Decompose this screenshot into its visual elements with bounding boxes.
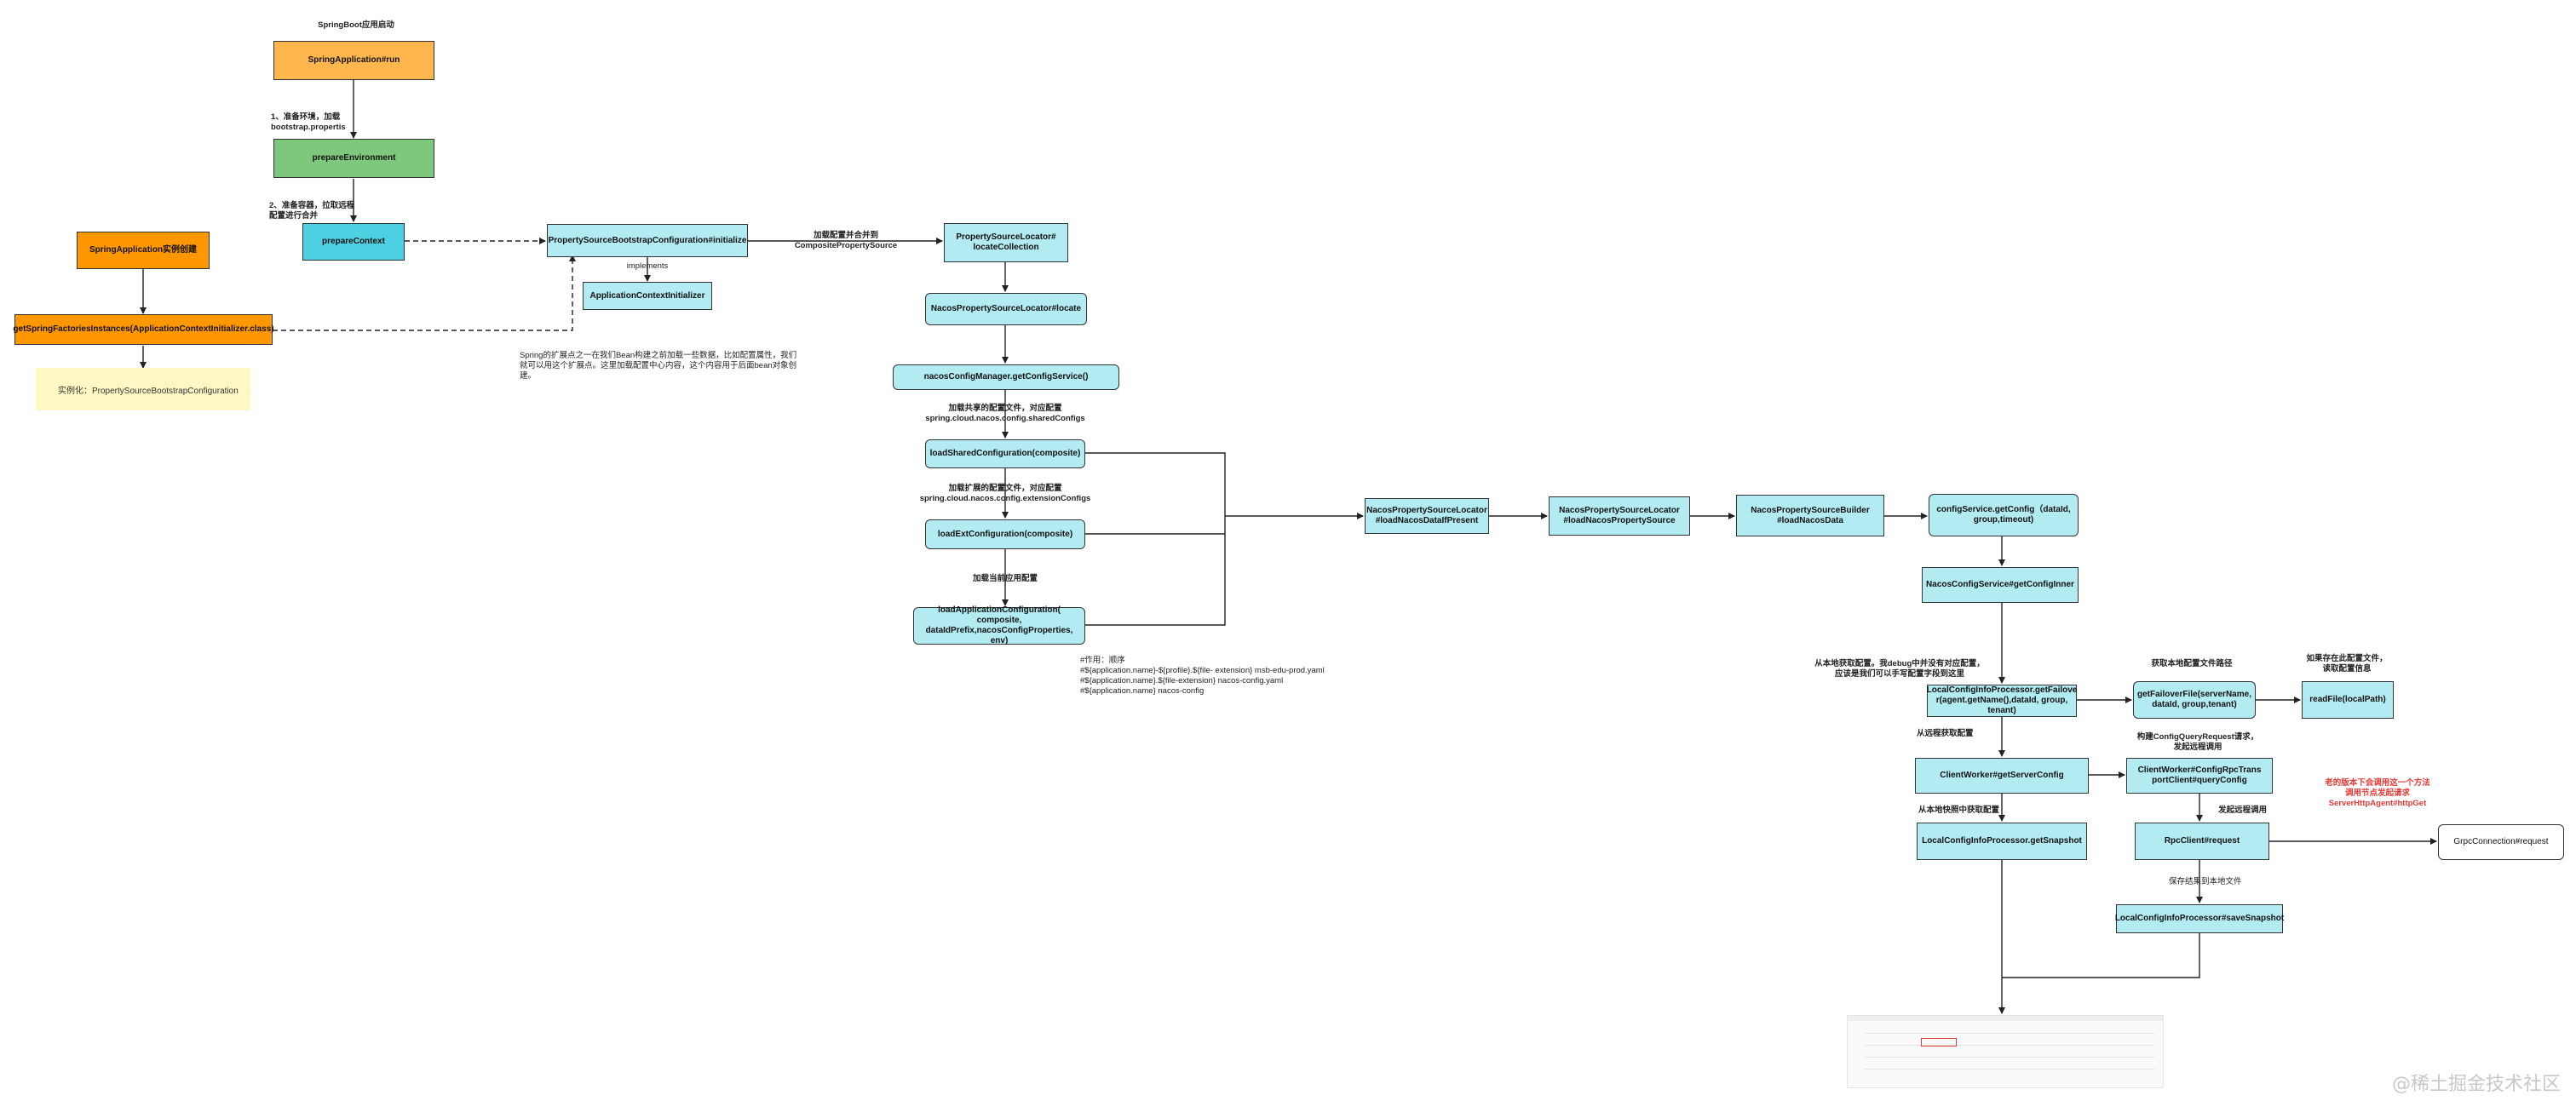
- load-nacos-property-source-node[interactable]: NacosPropertySourceLocator #loadNacosPro…: [1549, 496, 1690, 536]
- thumbnail-toolbar: [1848, 1016, 2163, 1021]
- readfile-node[interactable]: readFile(localPath): [2302, 681, 2394, 719]
- label-read-if-exists: 如果存在此配置文件， 读取配置信息: [2306, 654, 2388, 674]
- nacos-propertysource-locator-locate-node[interactable]: NacosPropertySourceLocator#locate: [925, 293, 1087, 325]
- getfailoverfile-node[interactable]: getFailoverFile(serverName, dataId, grou…: [2133, 681, 2256, 719]
- application-context-initializer-node[interactable]: ApplicationContextInitializer: [583, 282, 712, 310]
- edge-shared-to-bus: [1085, 452, 1226, 516]
- local-config-getfailover-node[interactable]: LocalConfigInfoProcessor.getFailove r(ag…: [1926, 685, 2078, 717]
- thumbnail-row: [1865, 1045, 2154, 1046]
- label-implements: implements: [626, 261, 669, 271]
- label-get-local-config-path: 获取本地配置文件路径: [2151, 659, 2233, 668]
- edge-app-to-bus: [1085, 516, 1226, 626]
- embedded-screenshot-thumbnail: [1847, 1015, 2164, 1088]
- label-local-failover: 从本地获取配置。我debug中并没有对应配置， 应该是我们可以手写配置字段到这里: [1814, 659, 1985, 679]
- springapplication-run-node[interactable]: SpringApplication#run: [273, 41, 434, 80]
- label-spring-extension-note: Spring的扩展点之一在我们Bean构建之前加载一些数据，比如配置属性，我们 …: [520, 351, 797, 381]
- prepare-context-node[interactable]: prepareContext: [302, 223, 405, 261]
- thumbnail-row: [1865, 1057, 2154, 1058]
- load-application-configuration-node[interactable]: loadApplicationConfiguration( composite,…: [913, 605, 1085, 645]
- label-load-shared: 加载共享的配置文件，对应配置 spring.cloud.nacos.config…: [925, 404, 1085, 423]
- load-ext-configuration-node[interactable]: loadExtConfiguration(composite): [925, 519, 1085, 549]
- grpcconnection-request-node[interactable]: GrpcConnection#request: [2438, 824, 2564, 860]
- load-shared-configuration-node[interactable]: loadSharedConfiguration(composite): [925, 439, 1085, 468]
- configservice-getconfig-node[interactable]: configService.getConfig（dataId, group,ti…: [1929, 494, 2079, 536]
- nacos-config-manager-getconfigservice-node[interactable]: nacosConfigManager.getConfigService(): [893, 364, 1119, 390]
- label-load-ext: 加载扩展的配置文件，对应配置 spring.cloud.nacos.config…: [919, 484, 1091, 503]
- load-nacos-data-node[interactable]: NacosPropertySourceBuilder #loadNacosDat…: [1736, 495, 1884, 536]
- instance-note: 实例化：PropertySourceBootstrapConfiguration: [36, 368, 250, 410]
- edge-savesnapshot-screenshot: [2002, 933, 2200, 978]
- rpcclient-request-node[interactable]: RpcClient#request: [2135, 823, 2269, 860]
- propertysource-locator-locatecollection-node[interactable]: PropertySourceLocator# locateCollection: [944, 223, 1068, 262]
- watermark: @稀土掘金技术社区: [2391, 1074, 2561, 1095]
- label-remote-get: 从远程获取配置: [1917, 729, 1974, 738]
- prepare-environment-node[interactable]: prepareEnvironment: [273, 139, 434, 178]
- edge-getfactories-initialize: [273, 255, 576, 331]
- propertysource-bootstrap-initialize-node[interactable]: PropertySourceBootstrapConfiguration#ini…: [547, 224, 748, 257]
- springapplication-instance-node[interactable]: SpringApplication实例创建: [77, 232, 210, 269]
- label-step1: 1、准备环境，加载 bootstrap.propertis: [271, 112, 346, 132]
- get-spring-factories-instances-node[interactable]: getSpringFactoriesInstances(ApplicationC…: [13, 314, 274, 345]
- label-save-snapshot-note: 保存结果到本地文件: [2169, 877, 2242, 886]
- label-step2: 2、准备容器，拉取远程 配置进行合并: [269, 201, 355, 221]
- label-build-query-request: 构建ConfigQueryRequest请求， 发起远程调用: [2136, 732, 2259, 752]
- label-remote-call: 发起远程调用: [2218, 806, 2268, 815]
- label-springboot-start: SpringBoot应用启动: [318, 20, 394, 30]
- label-old-version-note: 老的版本下会调用这一个方法 调用节点发起请求 ServerHttpAgent#h…: [2325, 778, 2430, 808]
- label-snapshot-get: 从本地快照中获取配置: [1918, 806, 2000, 815]
- nacos-config-service-getconfiginner-node[interactable]: NacosConfigService#getConfigInner: [1922, 567, 2079, 603]
- label-merge-to-composite: 加载配置并合并到 CompositePropertySource: [794, 231, 898, 250]
- local-config-getsnapshot-node[interactable]: LocalConfigInfoProcessor.getSnapshot: [1917, 823, 2087, 860]
- label-priority-note: #作用：顺序 #${application.name}-${profile}.$…: [1080, 656, 1325, 696]
- load-nacos-data-if-present-node[interactable]: NacosPropertySourceLocator #loadNacosDat…: [1365, 498, 1489, 534]
- thumbnail-row: [1865, 1033, 2154, 1034]
- local-config-savesnapshot-node[interactable]: LocalConfigInfoProcessor#saveSnapshot: [2115, 904, 2284, 933]
- clientworker-queryconfig-node[interactable]: ClientWorker#ConfigRpcTrans portClient#q…: [2126, 758, 2273, 794]
- thumbnail-highlight-box: [1921, 1038, 1957, 1047]
- label-load-current-app: 加载当前应用配置: [972, 574, 1038, 583]
- clientworker-getserverconfig-node[interactable]: ClientWorker#getServerConfig: [1915, 758, 2089, 794]
